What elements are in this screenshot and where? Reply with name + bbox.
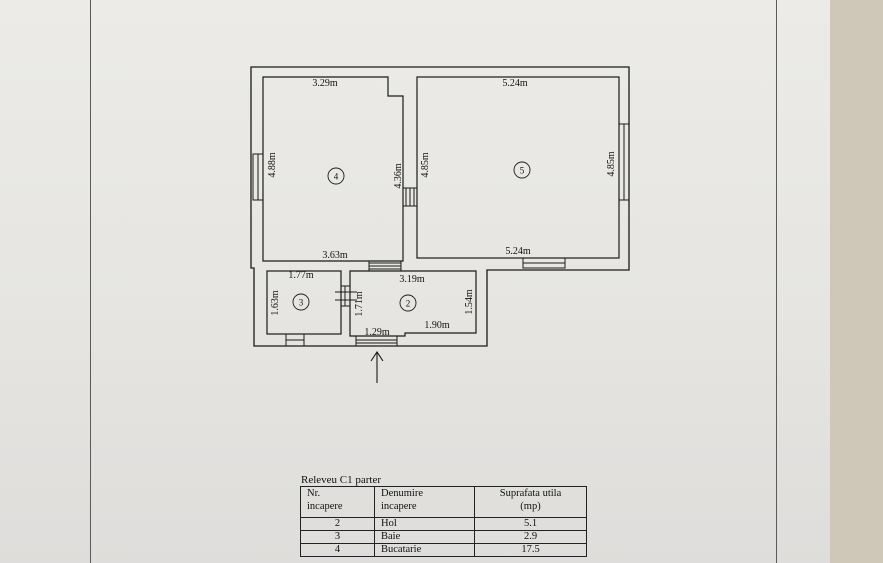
dim-room-3-top: 1.77m — [288, 270, 314, 281]
door-room-4-room-5 — [403, 187, 417, 207]
dim-room-5-left: 4.85m — [420, 152, 431, 178]
table-row: 4 Bucatarie 17.5 — [300, 543, 587, 557]
dim-room-4-right: 4.36m — [393, 163, 404, 189]
row-room-number: 3 — [300, 530, 375, 544]
outer-wall — [250, 66, 630, 347]
dim-room-5-right: 4.85m — [606, 151, 617, 177]
dim-room-5-top: 5.24m — [502, 78, 528, 89]
paper-sheet: 4 5 3 2 3.29m 4.88m 4.36m 3.63m 5.24m 4.… — [0, 0, 830, 563]
window-room-5-bottom — [522, 257, 566, 269]
room-number-2-label: 2 — [406, 299, 411, 309]
dim-room-5-bottom: 5.24m — [505, 246, 531, 257]
margin-line-left — [90, 0, 91, 563]
entrance-arrow-icon — [370, 351, 384, 383]
door-room-3-hall — [335, 285, 357, 307]
door-entrance — [355, 336, 398, 346]
window-room-4-left — [252, 153, 264, 201]
row-area: 5.1 — [474, 517, 587, 531]
floor-plan: 4 5 3 2 3.29m 4.88m 4.36m 3.63m 5.24m 4.… — [250, 66, 630, 383]
room-number-3-label: 3 — [299, 298, 304, 308]
table-row: 2 Hol 5.1 — [300, 517, 587, 531]
dim-room-2-bottom: 1.90m — [424, 320, 450, 331]
dim-room-2-top: 3.19m — [399, 274, 425, 285]
room-number-5: 5 — [513, 161, 531, 179]
table-caption: Releveu C1 parter — [301, 474, 382, 486]
dim-room-4-left: 4.88m — [267, 152, 278, 178]
room-area-table: Nr. incapere Denumire incapere Suprafata… — [300, 486, 587, 557]
dim-room-3-left: 1.63m — [270, 290, 281, 316]
table-header-row: Nr. incapere Denumire incapere Suprafata… — [300, 486, 587, 518]
row-room-number: 4 — [300, 543, 375, 557]
header-room-name: Denumire incapere — [374, 486, 475, 518]
dim-room-4-bottom: 3.63m — [322, 250, 348, 261]
room-number-2: 2 — [399, 294, 417, 312]
table-row: 3 Baie 2.9 — [300, 530, 587, 544]
header-usable-area: Suprafata utila (mp) — [474, 486, 587, 518]
row-area: 2.9 — [474, 530, 587, 544]
room-number-3: 3 — [292, 293, 310, 311]
dim-room-2-left: 1.71m — [354, 291, 365, 317]
dim-room-2-entrance: 1.29m — [364, 327, 390, 338]
margin-line-right — [776, 0, 777, 563]
room-number-5-label: 5 — [520, 166, 525, 176]
room-2-outline — [349, 270, 477, 337]
row-room-name: Hol — [374, 517, 475, 531]
room-5-outline — [416, 76, 620, 259]
room-number-4-label: 4 — [334, 172, 339, 182]
header-room-number: Nr. incapere — [300, 486, 375, 518]
room-number-4: 4 — [327, 167, 345, 185]
window-room-3-bottom — [285, 333, 305, 347]
dim-room-2-right: 1.54m — [464, 289, 475, 315]
dim-room-4-top: 3.29m — [312, 78, 338, 89]
row-room-name: Bucatarie — [374, 543, 475, 557]
row-room-number: 2 — [300, 517, 375, 531]
row-room-name: Baie — [374, 530, 475, 544]
door-room-4-hall — [368, 261, 402, 271]
room-4-outline — [262, 76, 404, 262]
window-room-5-right — [618, 123, 630, 201]
row-area: 17.5 — [474, 543, 587, 557]
